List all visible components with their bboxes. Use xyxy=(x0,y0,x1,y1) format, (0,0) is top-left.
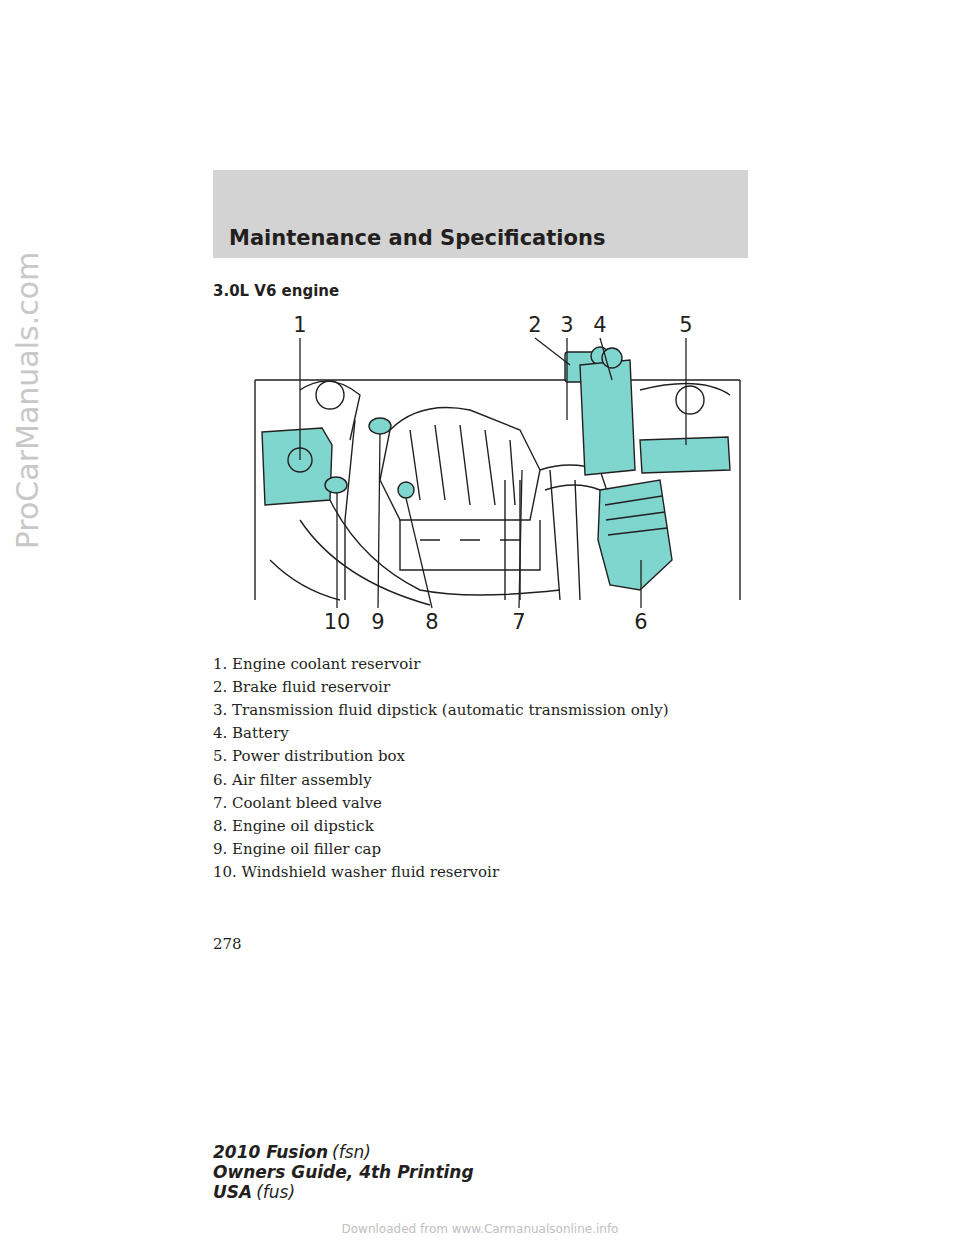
watermark: Downloaded from www.Carmanualsonline.inf… xyxy=(342,1222,619,1236)
list-item: 9. Engine oil filler cap xyxy=(213,840,381,858)
callout-number: 5 xyxy=(679,313,692,337)
subheading: 3.0L V6 engine xyxy=(213,282,339,300)
list-item: 4. Battery xyxy=(213,724,289,742)
footer-code: (fsn) xyxy=(332,1142,371,1162)
list-item: 7. Coolant bleed valve xyxy=(213,794,382,812)
list-item: 2. Brake fluid reservoir xyxy=(213,678,390,696)
section-title: Maintenance and Specifications xyxy=(229,226,605,250)
callout-number: 6 xyxy=(634,610,647,634)
footer-code: (fus) xyxy=(256,1182,295,1202)
callout-number: 2 xyxy=(528,313,541,337)
list-item: 8. Engine oil dipstick xyxy=(213,817,374,835)
list-item: 1. Engine coolant reservoir xyxy=(213,655,420,673)
footer-model: 2010 Fusion xyxy=(213,1142,328,1162)
callout-number: 4 xyxy=(593,313,606,337)
footer-market: USA xyxy=(213,1182,252,1202)
callout-number: 1 xyxy=(293,313,306,337)
list-item: 3. Transmission fluid dipstick (automati… xyxy=(213,701,669,719)
list-item: 6. Air filter assembly xyxy=(213,771,372,789)
callout-number: 8 xyxy=(425,610,438,634)
callout-number: 10 xyxy=(324,610,351,634)
callout-number: 7 xyxy=(512,610,525,634)
callout-number: 3 xyxy=(560,313,573,337)
list-item: 5. Power distribution box xyxy=(213,747,405,765)
watermark: ProCarManuals.com xyxy=(11,251,46,549)
footer-guide: Owners Guide, 4th Printing xyxy=(213,1162,474,1182)
list-item: 10. Windshield washer fluid reservoir xyxy=(213,863,499,881)
callout-number: 9 xyxy=(371,610,384,634)
page-number: 278 xyxy=(213,935,242,953)
